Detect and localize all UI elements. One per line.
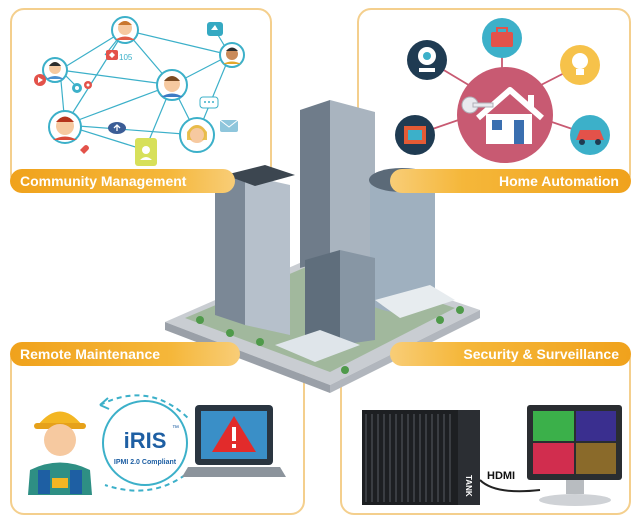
community-panel (10, 8, 272, 188)
home-panel (357, 8, 631, 188)
security-surveillance-label: Security & Surveillance (390, 342, 631, 366)
remote-panel (10, 345, 305, 515)
security-panel (340, 345, 631, 515)
home-automation-label: Home Automation (390, 169, 631, 193)
community-management-label: Community Management (10, 169, 235, 193)
remote-maintenance-label: Remote Maintenance (10, 342, 240, 366)
